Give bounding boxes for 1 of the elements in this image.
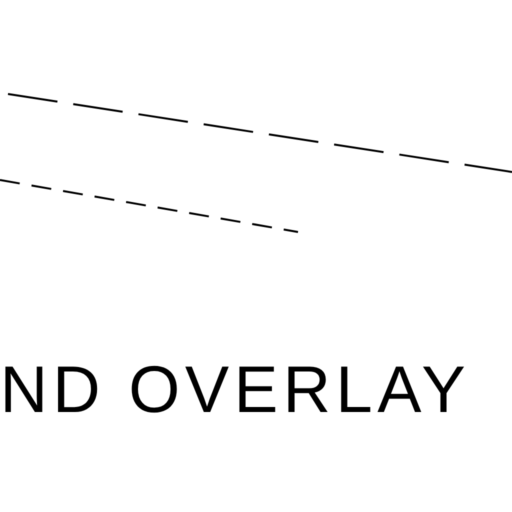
drawing-title-text: ND OVERLAY [0,356,471,422]
